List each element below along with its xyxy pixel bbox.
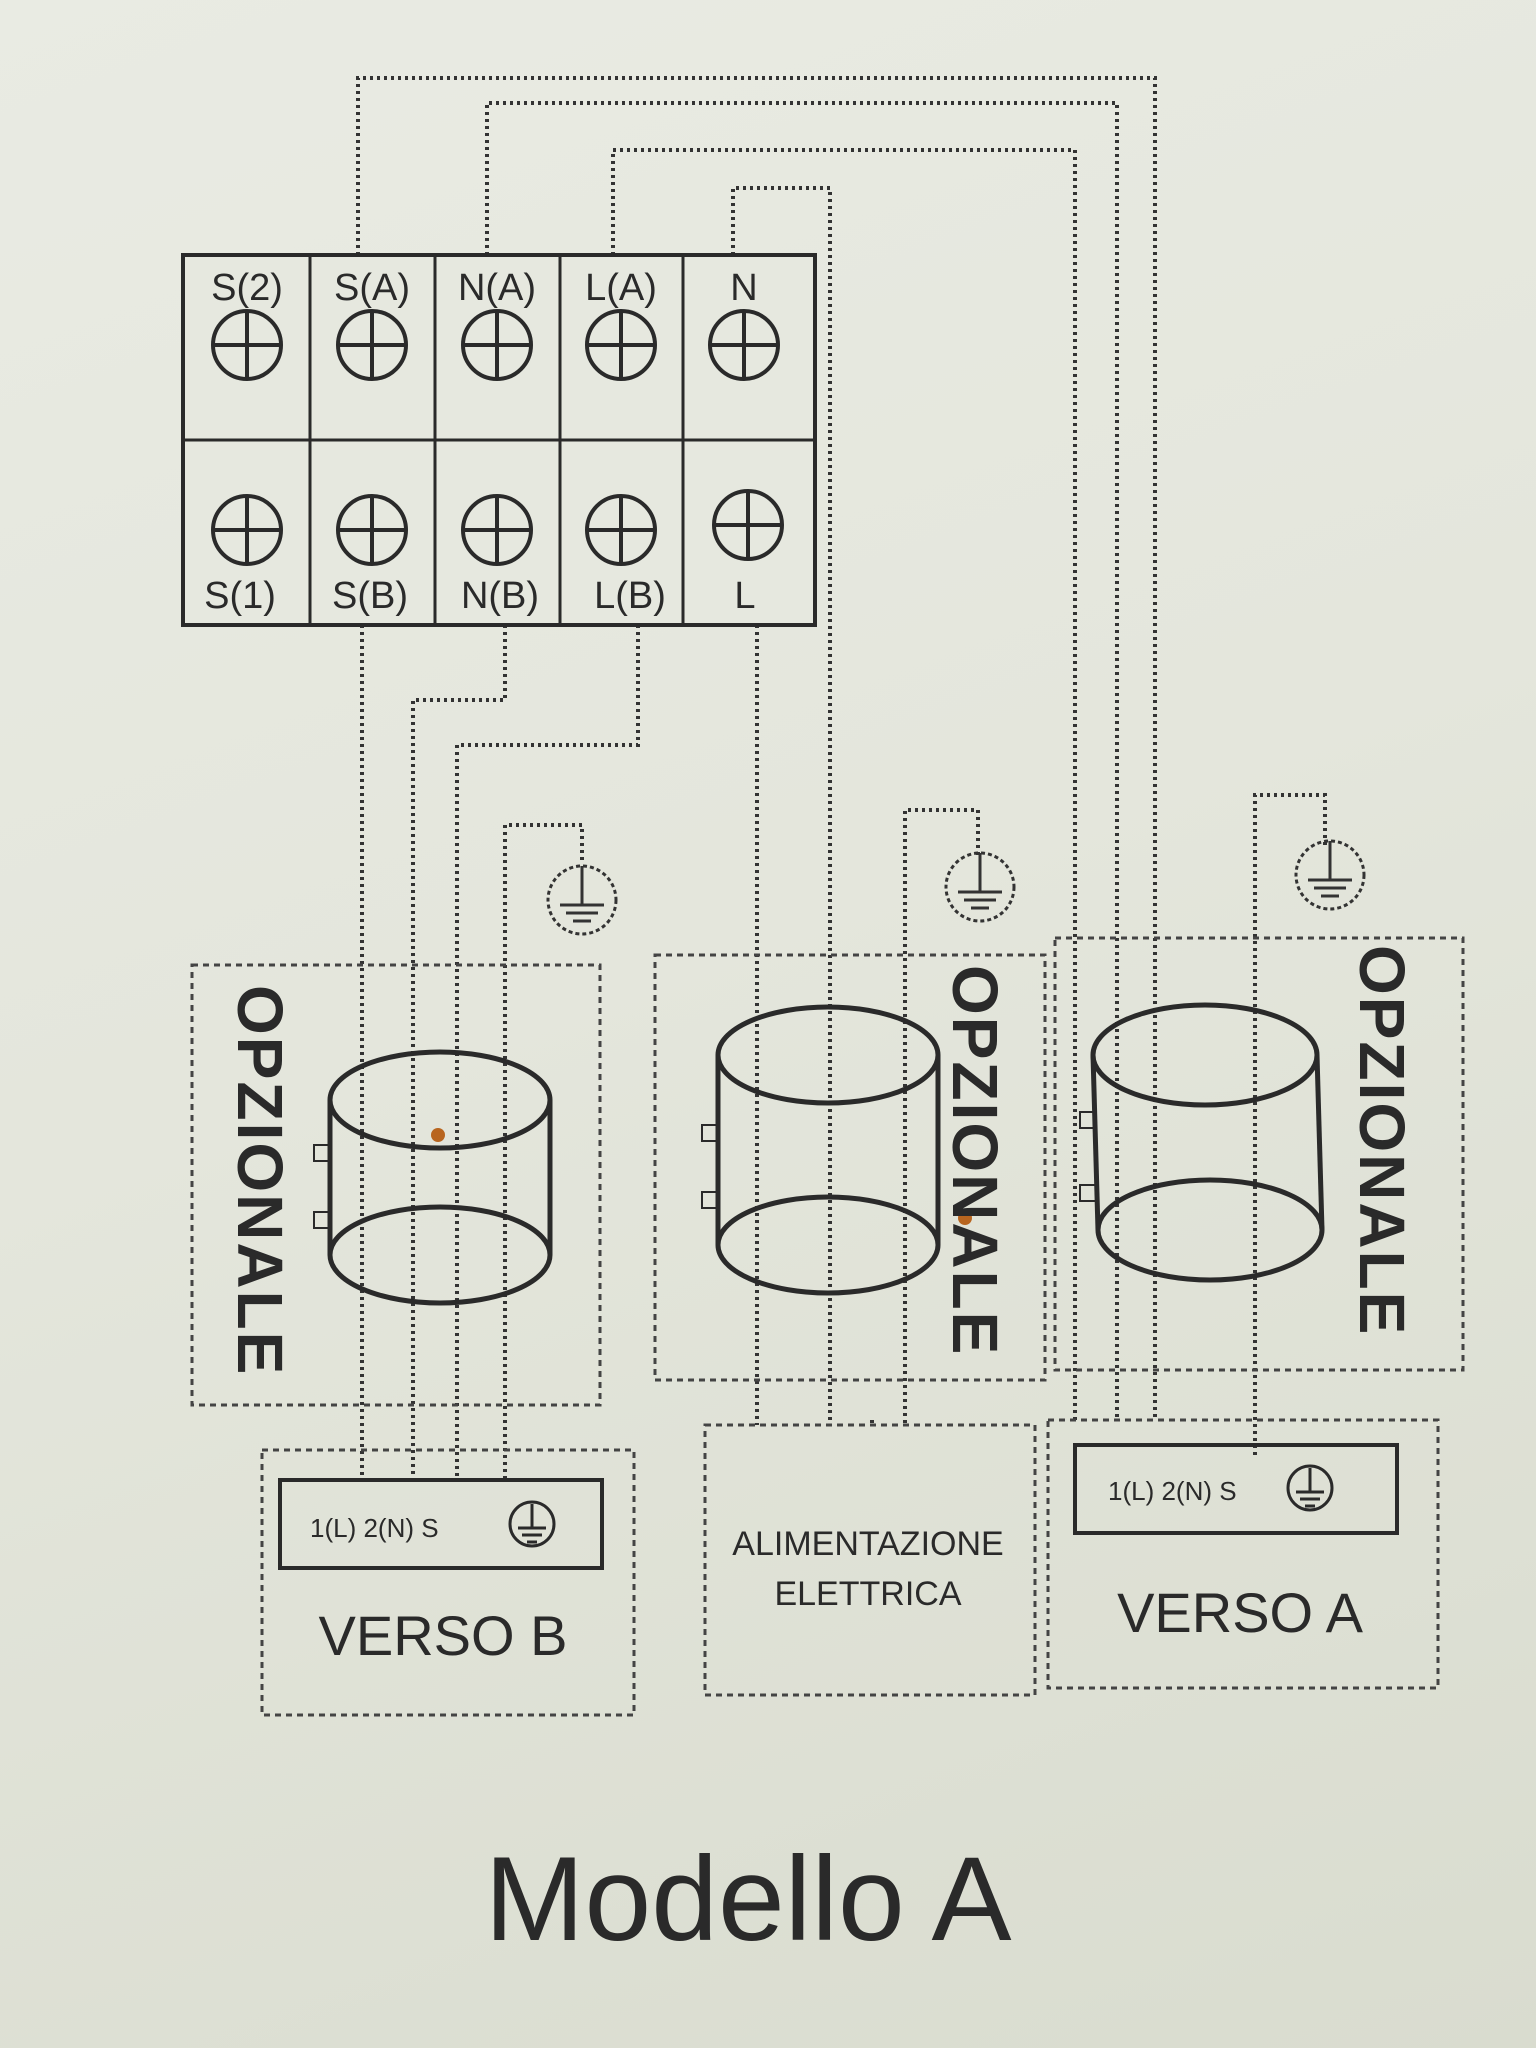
optional-label: OPZIONALE [224, 985, 296, 1376]
optional-filter-middle: OPZIONALE [653, 953, 1047, 1382]
screw-terminal-icon [461, 309, 533, 381]
screw-terminal-icon [336, 309, 408, 381]
screw-terminal-icon [461, 494, 533, 566]
optional-label: OPZIONALE [1346, 945, 1418, 1336]
screw-terminal-icon [712, 489, 784, 561]
optional-filter-right: OPZIONALE [1053, 936, 1465, 1372]
terminal-label-bottom-2: S(B) [332, 575, 408, 617]
terminal-label-top-3: N(A) [458, 267, 536, 309]
terminal-label-top-4: L(A) [585, 267, 657, 309]
ground-icon [546, 864, 618, 936]
terminal-block: S(2) S(A) N(A) L(A) N S(1) S(B) N(B) L(B… [181, 253, 817, 627]
diagram-title: Modello A [485, 1832, 1012, 1966]
verso-a-box: 1(L) 2(N) S VERSO A [1046, 1418, 1440, 1690]
verso-b-label: VERSO B [319, 1604, 568, 1667]
terminal-label-bottom-5: L [734, 575, 755, 617]
screw-terminal-icon [585, 494, 657, 566]
terminal-label-bottom-4: L(B) [594, 575, 666, 617]
screw-terminal-icon [211, 494, 283, 566]
screw-terminal-icon [708, 309, 780, 381]
verso-b-box: 1(L) 2(N) S VERSO B [260, 1448, 636, 1717]
power-supply-line1: ALIMENTAZIONE [732, 1525, 1003, 1563]
terminal-label-top-2: S(A) [334, 267, 410, 309]
screw-terminal-icon [336, 494, 408, 566]
ground-icon [1286, 1464, 1334, 1512]
screw-terminal-icon [211, 309, 283, 381]
terminal-label-bottom-1: S(1) [204, 575, 276, 617]
power-supply-box: ALIMENTAZIONE ELETTRICA [703, 1423, 1037, 1697]
verso-b-terminals: 1(L) 2(N) S [310, 1513, 439, 1543]
screw-terminal-icon [585, 309, 657, 381]
wires-bottom [360, 625, 1327, 1480]
terminal-label-top-5: N [730, 267, 757, 309]
wires-top [356, 76, 1157, 1420]
verso-a-terminals: 1(L) 2(N) S [1108, 1476, 1237, 1506]
power-supply-line2: ELETTRICA [774, 1575, 961, 1613]
optional-filter-left: OPZIONALE [190, 963, 602, 1407]
ground-icon [1294, 839, 1366, 911]
ground-icon [508, 1500, 556, 1548]
terminal-label-top-1: S(2) [211, 267, 283, 309]
optional-label: OPZIONALE [939, 965, 1011, 1356]
verso-a-label: VERSO A [1117, 1581, 1364, 1644]
ground-icon [944, 851, 1016, 923]
terminal-label-bottom-3: N(B) [461, 575, 539, 617]
